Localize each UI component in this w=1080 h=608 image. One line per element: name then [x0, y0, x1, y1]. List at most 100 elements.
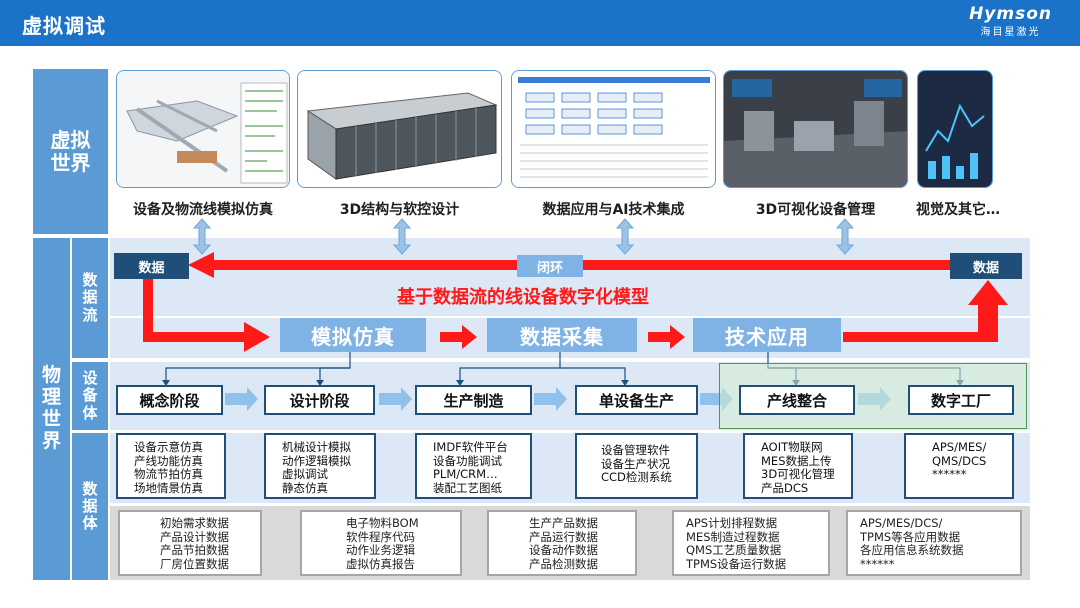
- item-text: AOIT物联网: [761, 440, 823, 454]
- physical-world-label: 物 理 世 界: [33, 238, 70, 580]
- data-app-image: [511, 70, 716, 188]
- process-tech-application: 技术应用: [693, 318, 841, 352]
- item-text: QMS/DCS: [932, 453, 987, 468]
- process-data-collection: 数据采集: [487, 318, 637, 352]
- items-manufacturing: IMDF软件平台 设备功能调试 PLM/CRM… 装配工艺图纸: [415, 433, 532, 499]
- item-text: 设备功能调试: [433, 453, 502, 468]
- data-text: 虚拟仿真报告: [346, 556, 415, 571]
- caption-visualization: 3D可视化设备管理: [755, 202, 876, 218]
- sync-arrow-2: [392, 218, 412, 255]
- items-design: 机械设计模拟 动作逻辑模拟 虚拟调试 静态仿真: [264, 433, 376, 499]
- items-digital-factory: APS/MES/ QMS/DCS ******: [904, 433, 1014, 499]
- stage-manufacturing: 生产制造: [415, 385, 532, 415]
- data-text: 初始需求数据: [160, 516, 229, 530]
- dashboard-illustration: [512, 71, 715, 187]
- data-text: TPMS等各应用数据: [860, 529, 961, 544]
- data-text: 产品运行数据: [529, 529, 598, 544]
- visualization-image: [723, 70, 908, 188]
- item-text: 机械设计模拟: [282, 440, 351, 454]
- red-arrow-mid-1: [440, 325, 477, 349]
- stage-digital-factory: 数字工厂: [908, 385, 1014, 415]
- data-text: APS/MES/DCS/: [860, 516, 943, 530]
- virtual-world-label: 虚拟 世界: [33, 69, 108, 234]
- item-text: APS/MES/: [932, 440, 987, 454]
- stage-line-integration: 产线整合: [739, 385, 855, 415]
- item-text: 静态仿真: [282, 480, 328, 495]
- data-box-right: 数据: [950, 253, 1022, 279]
- band-divider: [110, 316, 1030, 318]
- item-text: 产品DCS: [761, 480, 809, 495]
- page-title: 虚拟调试: [22, 14, 106, 38]
- data-text: 软件程序代码: [346, 529, 415, 544]
- data-text: QMS工艺质量数据: [686, 543, 782, 557]
- data-text: 产品设计数据: [160, 529, 229, 544]
- caption-vision: 视觉及其它…: [916, 202, 1000, 218]
- data-concept: 初始需求数据 产品设计数据 产品节拍数据 厂房位置数据: [118, 510, 262, 576]
- item-text: IMDF软件平台: [433, 440, 508, 454]
- item-text: PLM/CRM…: [433, 467, 498, 481]
- caption-simulation: 设备及物流线模拟仿真: [133, 202, 273, 218]
- item-text: 设备生产状况: [601, 456, 670, 471]
- item-text: 设备管理软件: [601, 443, 670, 457]
- vision-image: [917, 70, 993, 188]
- logo-subtext: 海目星激光: [980, 27, 1041, 38]
- data-text: 动作业务逻辑: [346, 543, 415, 557]
- data-box-left: 数据: [114, 253, 189, 279]
- data-text: 生产产品数据: [529, 516, 598, 530]
- caption-structure: 3D结构与软控设计: [339, 202, 460, 218]
- caption-data-app: 数据应用与AI技术集成: [542, 202, 685, 218]
- brand-logo: Hymson 海目星激光: [969, 4, 1052, 38]
- data-text: MES制造过程数据: [686, 529, 780, 544]
- logo-text: Hymson: [969, 4, 1052, 24]
- item-text: MES数据上传: [761, 453, 832, 468]
- sync-arrow-1: [192, 218, 212, 255]
- process-simulation: 模拟仿真: [280, 318, 426, 352]
- stage-items-band: [110, 433, 1030, 503]
- data-body-label: 数 据 体: [72, 433, 108, 580]
- item-text: 物流节拍仿真: [134, 467, 203, 481]
- item-text: 设备示意仿真: [134, 440, 203, 454]
- structure-image: [297, 70, 502, 188]
- data-text: 电子物料BOM: [346, 516, 419, 530]
- item-text: 3D可视化管理: [761, 467, 835, 481]
- data-digital-factory: APS/MES/DCS/ TPMS等各应用数据 各应用信息系统数据 ******: [846, 510, 1022, 576]
- closed-loop-badge: 闭环: [517, 255, 583, 277]
- data-text: 各应用信息系统数据: [860, 543, 964, 557]
- vision-chart-illustration: [918, 71, 992, 187]
- closed-loop-label: 闭环: [536, 260, 563, 276]
- header-bar: 虚拟调试 Hymson 海目星激光: [0, 0, 1080, 46]
- item-text: 动作逻辑模拟: [282, 453, 351, 468]
- item-text: CCD检测系统: [601, 470, 672, 484]
- data-manufacturing: 生产产品数据 产品运行数据 设备动作数据 产品检测数据: [487, 510, 637, 576]
- data-text: TPMS设备运行数据: [686, 556, 787, 571]
- item-text: 产线功能仿真: [134, 453, 203, 468]
- simulation-image: [116, 70, 290, 188]
- items-concept: 设备示意仿真 产线功能仿真 物流节拍仿真 场地情景仿真: [116, 433, 226, 499]
- data-design: 电子物料BOM 软件程序代码 动作业务逻辑 虚拟仿真报告: [300, 510, 462, 576]
- data-text: 设备动作数据: [529, 543, 598, 557]
- item-text: ******: [932, 467, 967, 481]
- data-production: APS计划排程数据 MES制造过程数据 QMS工艺质量数据 TPMS设备运行数据: [672, 510, 830, 576]
- data-text: APS计划排程数据: [686, 516, 778, 530]
- items-single-equipment: 设备管理软件 设备生产状况 CCD检测系统: [575, 433, 698, 499]
- items-line-integration: AOIT物联网 MES数据上传 3D可视化管理 产品DCS: [743, 433, 853, 499]
- stage-design: 设计阶段: [264, 385, 375, 415]
- data-text: 产品节拍数据: [160, 543, 229, 557]
- stage-concept: 概念阶段: [116, 385, 223, 415]
- data-flow-label: 数 据 流: [72, 238, 108, 358]
- 3d-factory-illustration: [724, 71, 907, 187]
- item-text: 虚拟调试: [282, 467, 328, 481]
- equipment-structure-illustration: [298, 71, 501, 187]
- data-text: ******: [860, 556, 895, 571]
- red-arrow-l-right: [843, 280, 1008, 342]
- red-arrow-mid-2: [648, 325, 685, 349]
- data-text: 产品检测数据: [529, 556, 598, 571]
- logistics-line-illustration: [117, 71, 289, 187]
- red-arrow-l-left: [143, 279, 270, 352]
- data-text: 厂房位置数据: [160, 556, 229, 571]
- item-text: 场地情景仿真: [134, 480, 203, 495]
- stage-single-equipment: 单设备生产: [575, 385, 698, 415]
- model-title: 基于数据流的线设备数字化模型: [397, 287, 649, 308]
- sync-arrow-3: [615, 218, 635, 255]
- equipment-label: 设 备 体: [72, 362, 108, 430]
